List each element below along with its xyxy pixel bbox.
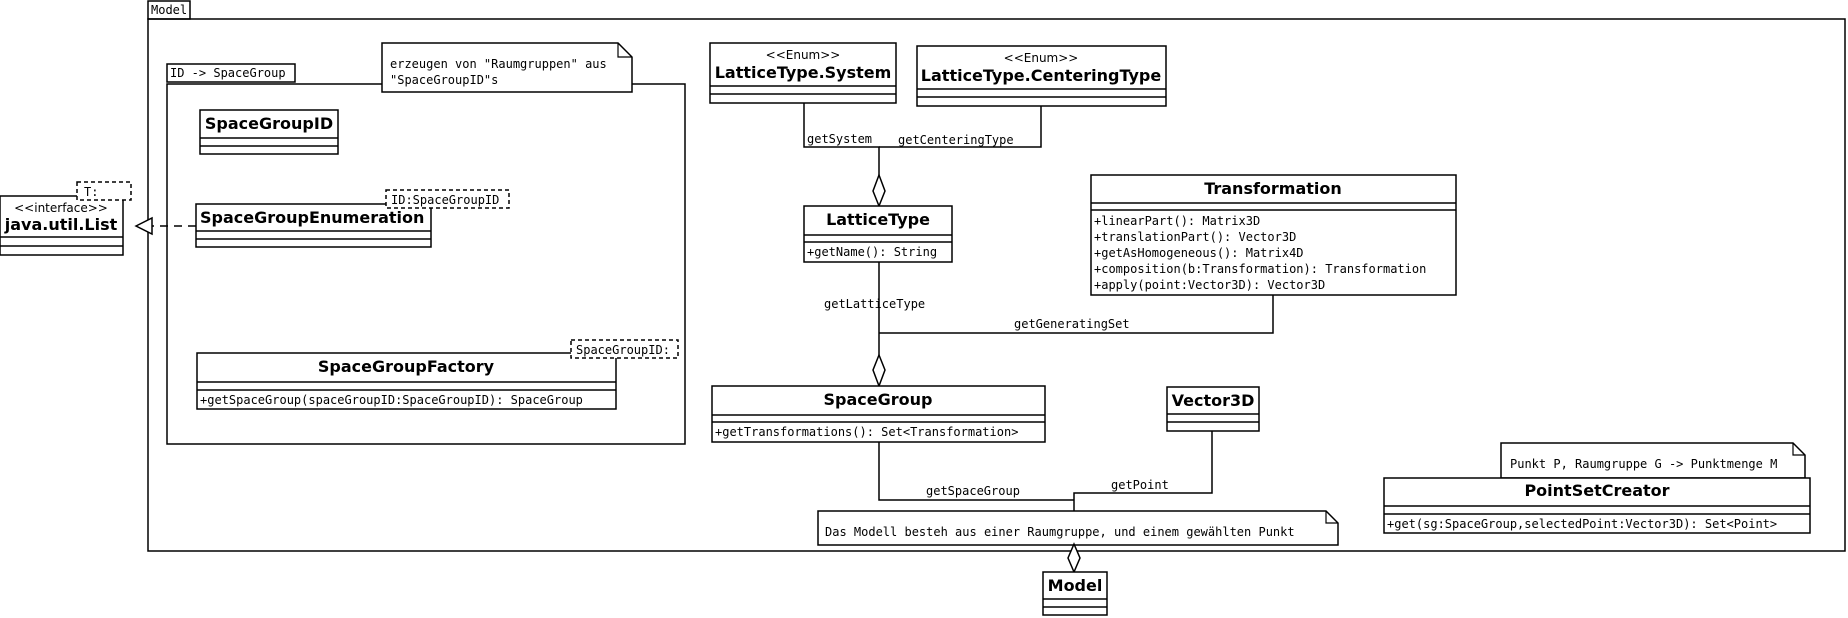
lattice-system-stereotype: <<Enum>> <box>766 48 841 62</box>
point-set-creator-operation: +get(sg:SpaceGroup,selectedPoint:Vector3… <box>1387 517 1777 531</box>
lattice-centering-stereotype: <<Enum>> <box>1004 51 1079 65</box>
transformation-op-translation-part: +translationPart(): Vector3D <box>1094 230 1296 244</box>
transformation-op-composition: +composition(b:Transformation): Transfor… <box>1094 262 1426 276</box>
note-raumgruppen-line2: "SpaceGroupID"s <box>390 73 498 87</box>
package-model-tab-label: Model <box>151 3 187 17</box>
note-modell: Das Modell besteh aus einer Raumgruppe, … <box>817 510 1339 546</box>
note-punktmenge-text: Punkt P, Raumgruppe G -> Punktmenge M <box>1510 457 1777 471</box>
class-lattice-type-system[interactable]: <<Enum>> LatticeType.System <box>709 42 897 104</box>
point-set-creator-name: PointSetCreator <box>1524 481 1669 500</box>
class-java-util-list[interactable]: <<interface>> java.util.List T: <box>0 181 132 256</box>
class-space-group-id[interactable]: SpaceGroupID <box>199 109 339 155</box>
transformation-op-get-as-homogeneous: +getAsHomogeneous(): Matrix4D <box>1094 246 1304 260</box>
lattice-centering-name: LatticeType.CenteringType <box>921 66 1162 85</box>
java-list-template-param: T: <box>84 185 98 199</box>
note-modell-text: Das Modell besteh aus einer Raumgruppe, … <box>825 525 1295 539</box>
java-list-name: java.util.List <box>4 215 118 234</box>
transformation-op-apply: +apply(point:Vector3D): Vector3D <box>1094 278 1325 292</box>
class-model[interactable]: Model <box>1042 571 1108 616</box>
class-transformation[interactable]: Transformation +linearPart(): Matrix3D +… <box>1090 174 1457 296</box>
realization-enumeration-to-list <box>134 216 196 236</box>
package-inner-tab-label: ID -> SpaceGroup <box>170 66 286 80</box>
space-group-factory-name: SpaceGroupFactory <box>318 357 495 376</box>
class-space-group-enumeration[interactable]: SpaceGroupEnumeration ID:SpaceGroupID <box>195 189 510 248</box>
space-group-enumeration-name: SpaceGroupEnumeration <box>200 208 424 227</box>
lattice-type-name: LatticeType <box>826 210 930 229</box>
label-get-system: getSystem <box>807 132 872 146</box>
lattice-type-operation: +getName(): String <box>807 245 937 259</box>
association-get-space-group: getSpaceGroup <box>878 442 1074 501</box>
label-get-generating-set: getGeneratingSet <box>1014 317 1130 331</box>
association-get-lattice-type: getLatticeType <box>824 262 925 355</box>
association-get-system: getSystem <box>803 103 880 175</box>
label-get-lattice-type: getLatticeType <box>824 297 925 311</box>
class-point-set-creator[interactable]: PointSetCreator +get(sg:SpaceGroup,selec… <box>1383 477 1811 534</box>
note-raumgruppen: erzeugen von "Raumgruppen" aus "SpaceGro… <box>381 42 633 93</box>
association-get-centering-type: getCenteringType <box>879 106 1042 148</box>
note-raumgruppen-line1: erzeugen von "Raumgruppen" aus <box>390 57 607 71</box>
space-group-factory-template: SpaceGroupID: <box>576 343 670 357</box>
class-lattice-type[interactable]: LatticeType +getName(): String <box>803 205 953 263</box>
transformation-name: Transformation <box>1204 179 1342 198</box>
aggregation-diamond-lattice <box>872 172 886 209</box>
association-get-generating-set: getGeneratingSet <box>879 295 1274 334</box>
lattice-system-name: LatticeType.System <box>715 63 892 82</box>
label-get-centering-type: getCenteringType <box>898 133 1014 147</box>
package-model[interactable]: Model <box>147 0 1846 552</box>
class-space-group[interactable]: SpaceGroup +getTransformations(): Set<Tr… <box>711 385 1046 443</box>
class-space-group-factory[interactable]: SpaceGroupFactory +getSpaceGroup(spaceGr… <box>196 339 679 410</box>
vector3d-name: Vector3D <box>1172 391 1255 410</box>
transformation-op-linear-part: +linearPart(): Matrix3D <box>1094 214 1260 228</box>
space-group-name: SpaceGroup <box>824 390 933 409</box>
space-group-operation: +getTransformations(): Set<Transformatio… <box>715 425 1018 439</box>
space-group-factory-operation: +getSpaceGroup(spaceGroupID:SpaceGroupID… <box>200 393 583 407</box>
java-list-stereotype: <<interface>> <box>14 201 108 215</box>
label-get-space-group: getSpaceGroup <box>926 484 1020 498</box>
aggregation-diamond-spacegroup <box>872 352 886 389</box>
aggregation-diamond-model <box>1067 542 1081 574</box>
class-vector3d[interactable]: Vector3D <box>1166 386 1260 432</box>
label-get-point: getPoint <box>1111 478 1169 492</box>
space-group-id-name: SpaceGroupID <box>205 114 333 133</box>
note-punktmenge: Punkt P, Raumgruppe G -> Punktmenge M <box>1500 442 1806 479</box>
class-lattice-type-centering[interactable]: <<Enum>> LatticeType.CenteringType <box>916 45 1167 107</box>
model-class-name: Model <box>1048 576 1103 595</box>
space-group-enumeration-template: ID:SpaceGroupID <box>391 193 499 207</box>
